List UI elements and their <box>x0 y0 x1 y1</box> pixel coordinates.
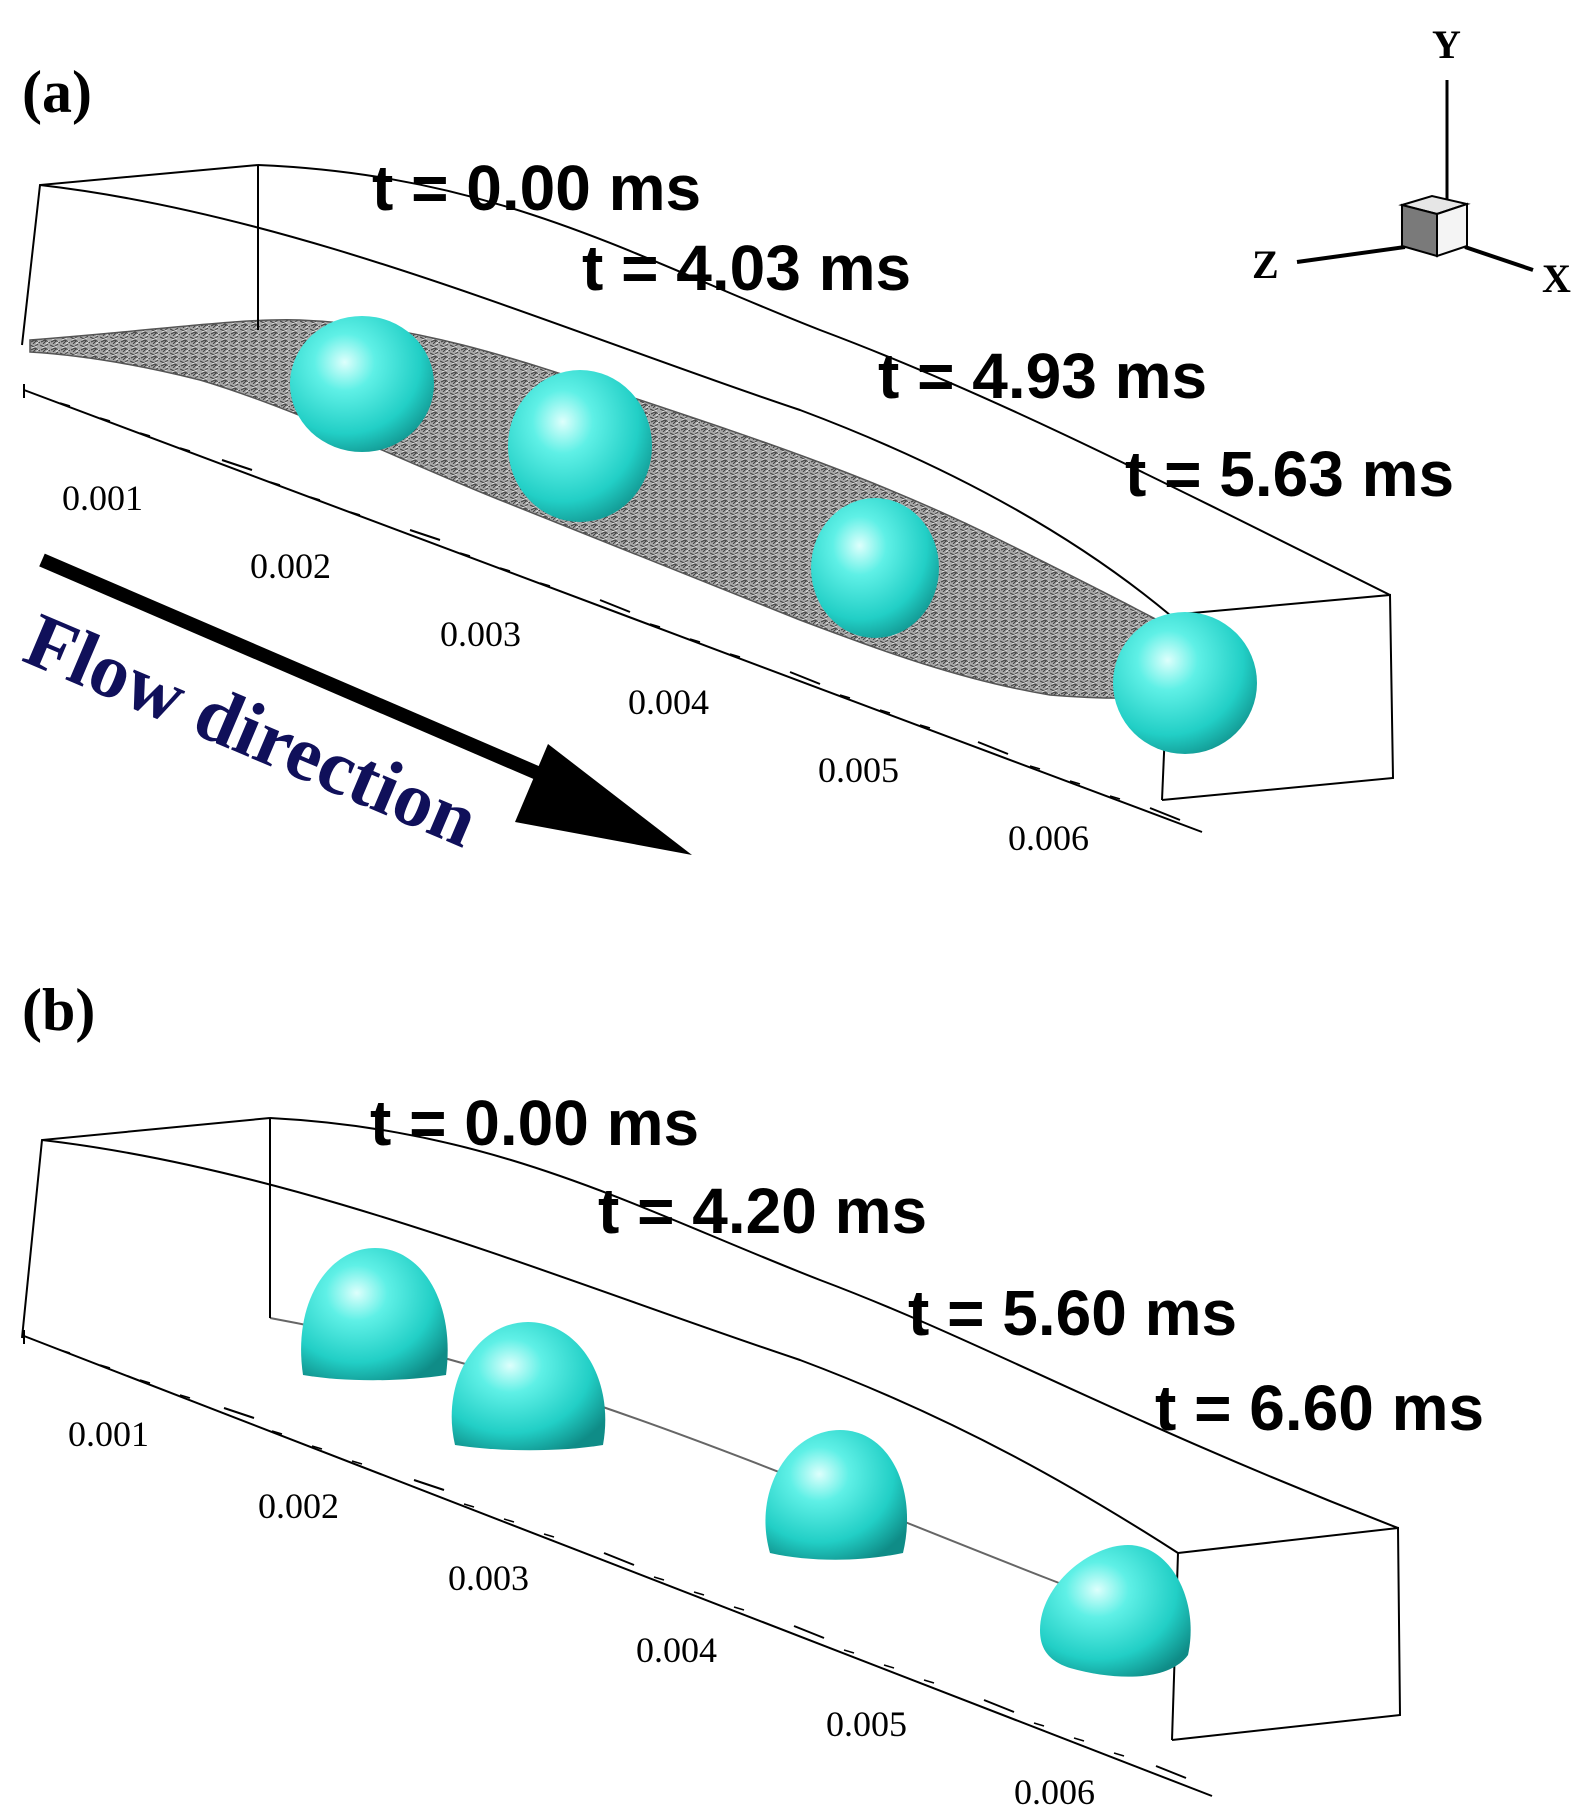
panel-a: (a) <box>13 59 1454 864</box>
channel-box-b <box>21 1117 1402 1741</box>
tick-label: 0.001 <box>68 1414 149 1454</box>
tick-label: 0.006 <box>1008 818 1089 858</box>
x-axis-a: 0.001 0.002 0.003 0.004 0.005 0.006 <box>23 384 1203 858</box>
time-label: t = 5.60 ms <box>908 1277 1237 1349</box>
droplet <box>290 316 434 452</box>
axis-z-label: Z <box>1252 242 1279 287</box>
axis-triad: Y Z X <box>1252 22 1571 301</box>
droplet <box>1113 612 1257 754</box>
tick-label: 0.003 <box>440 614 521 654</box>
droplet <box>811 498 939 638</box>
tick-label: 0.003 <box>448 1558 529 1598</box>
time-label: t = 6.60 ms <box>1155 1372 1484 1444</box>
x-axis-b: 0.001 0.002 0.003 0.004 0.005 0.006 <box>23 1330 1213 1811</box>
channel-box-a <box>21 164 1395 801</box>
tick-label: 0.002 <box>258 1486 339 1526</box>
tick-label: 0.004 <box>628 682 709 722</box>
axis-x-label: X <box>1542 256 1571 301</box>
time-label: t = 0.00 ms <box>370 1087 699 1159</box>
arrow-head-icon <box>515 744 692 855</box>
tick-label: 0.006 <box>1014 1772 1095 1811</box>
tick-label: 0.002 <box>250 546 331 586</box>
axis-y-label: Y <box>1432 22 1461 67</box>
panel-b: (b) <box>21 977 1484 1811</box>
tick-label: 0.005 <box>826 1704 907 1744</box>
time-label: t = 5.63 ms <box>1125 438 1454 510</box>
panel-a-label: (a) <box>22 59 92 125</box>
axis-cube-icon <box>1398 194 1471 258</box>
droplet <box>508 370 652 522</box>
time-label: t = 4.93 ms <box>878 340 1207 412</box>
flow-direction: Flow direction <box>13 553 692 864</box>
time-label: t = 4.03 ms <box>582 232 911 304</box>
droplet <box>451 1322 606 1451</box>
tick-label: 0.004 <box>636 1630 717 1670</box>
panel-b-label: (b) <box>22 977 95 1043</box>
tick-label: 0.001 <box>62 478 143 518</box>
droplet <box>765 1430 908 1560</box>
droplet <box>301 1248 448 1381</box>
time-label: t = 4.20 ms <box>598 1175 927 1247</box>
time-label: t = 0.00 ms <box>372 152 701 224</box>
droplet <box>1040 1545 1191 1677</box>
tick-label: 0.005 <box>818 750 899 790</box>
